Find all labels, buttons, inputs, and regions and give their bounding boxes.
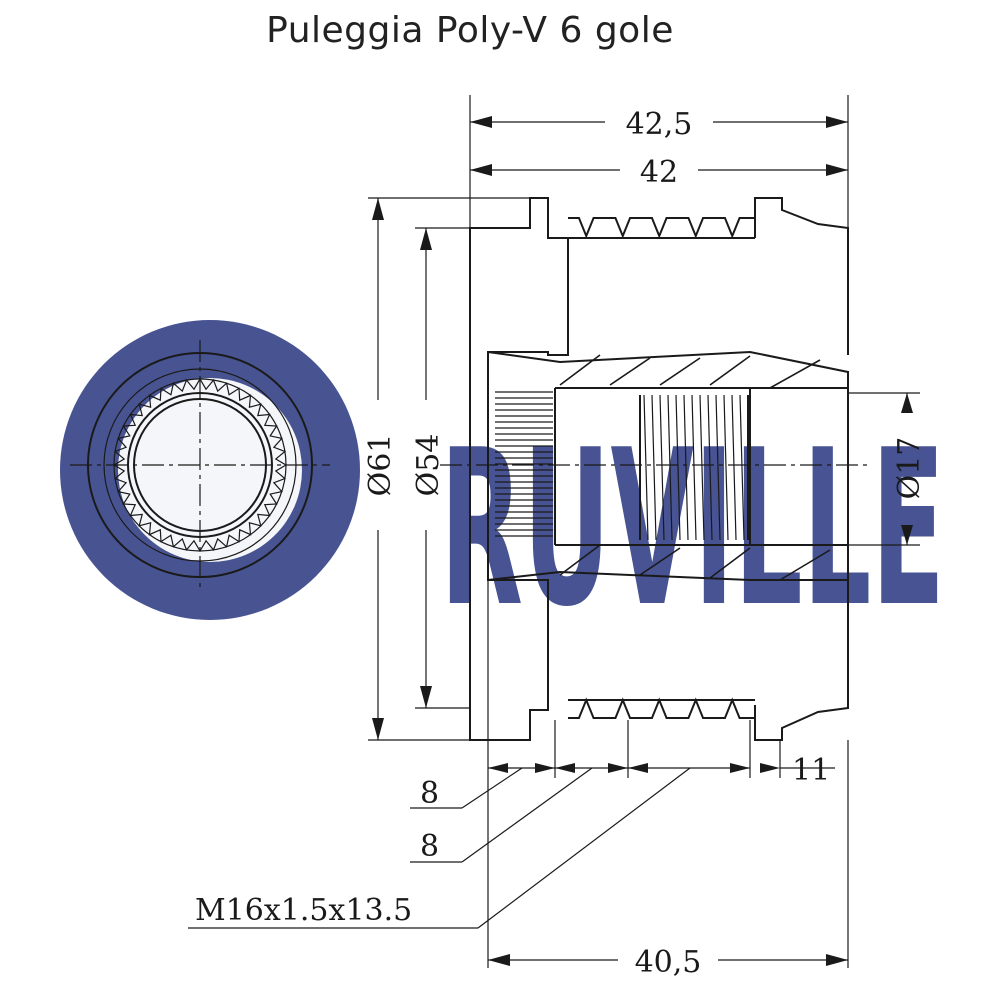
dimension-42: 42 — [470, 155, 848, 190]
dim-body-width: 42 — [640, 155, 678, 190]
dim-outer-diameter: Ø61 — [363, 434, 398, 497]
leader-thread: M16x1.5x13.5 — [188, 767, 691, 929]
dim-thread: M16x1.5x13.5 — [195, 893, 412, 928]
dim-base-width: 40,5 — [635, 945, 702, 980]
side-view — [440, 197, 870, 741]
drawing-title: Puleggia Poly-V 6 gole — [266, 10, 674, 51]
dim-step-1: 8 — [420, 776, 439, 811]
dim-hub-length: 11 — [792, 753, 830, 788]
front-view — [70, 340, 330, 590]
ruville-watermark: RUVILLE — [60, 320, 945, 654]
dimension-diameter-61: Ø61 — [363, 197, 530, 741]
dimension-40-5: 40,5 — [488, 945, 848, 980]
dim-groove-diameter: Ø54 — [411, 434, 446, 497]
dim-step-2: 8 — [420, 829, 439, 864]
watermark-logo-text: RUVILLE — [440, 403, 945, 654]
dimension-bottom-chain: 11 — [487, 580, 849, 968]
dimension-42-5: 42,5 — [469, 95, 849, 228]
leader-step-2: 8 — [410, 767, 593, 864]
dim-bore-diameter: Ø17 — [892, 437, 927, 500]
dimension-diameter-54: Ø54 — [411, 227, 470, 709]
dimension-diameter-17: Ø17 — [848, 392, 927, 546]
dim-overall-width: 42,5 — [626, 107, 693, 142]
leader-step-1: 8 — [410, 767, 523, 811]
